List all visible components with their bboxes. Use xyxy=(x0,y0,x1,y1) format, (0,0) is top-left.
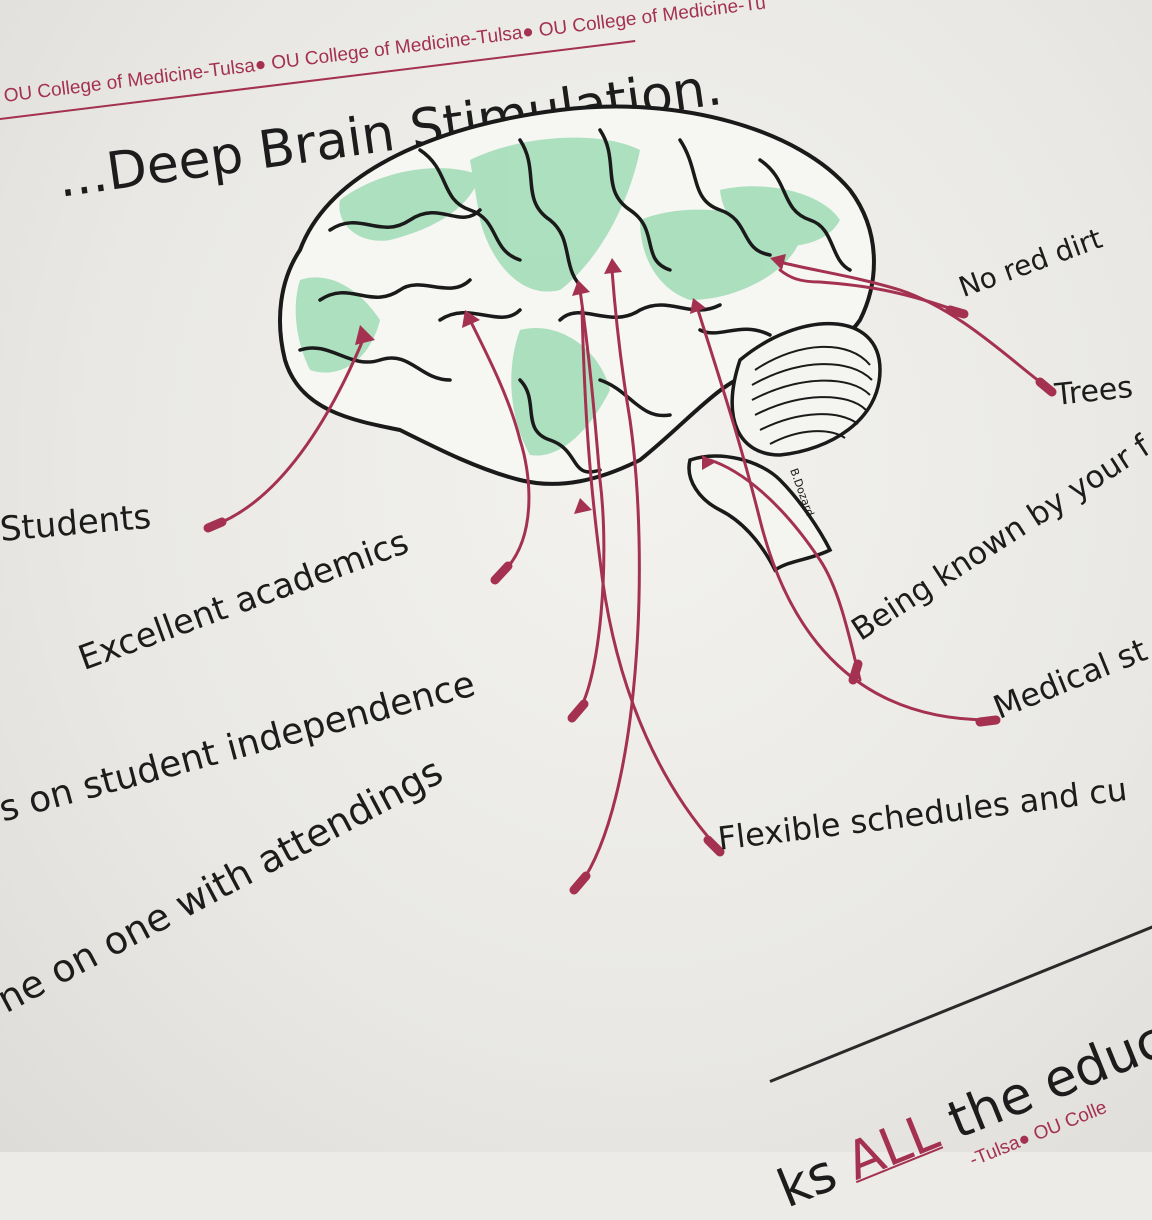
bottom-slogan-prefix: ks xyxy=(769,1142,846,1220)
arrow-academics xyxy=(468,318,531,577)
arrowhead-academics xyxy=(462,310,480,328)
arrowhead-medical xyxy=(690,298,706,314)
arrowhead-trees xyxy=(770,254,786,270)
brain-illustration: B.Dozard xyxy=(278,104,882,573)
arrowhead-one-on-one xyxy=(604,258,622,274)
arrow-students xyxy=(213,333,367,527)
arrow-independence xyxy=(576,288,606,714)
arrow-no-red-dirt xyxy=(778,268,962,314)
arrow-one-on-one xyxy=(578,268,641,887)
arrow-being-known xyxy=(708,458,862,682)
arrowhead-flexible xyxy=(574,498,592,514)
arrow-medical xyxy=(696,308,992,722)
arrow-flexible xyxy=(580,308,717,847)
arrowhead-students xyxy=(355,325,375,345)
arrowhead-being-known xyxy=(702,455,716,470)
arrows-layer xyxy=(203,254,1057,895)
arrow-trees xyxy=(778,260,1050,390)
cerebellum-folia xyxy=(751,345,873,445)
cerebellum-shape xyxy=(730,321,882,457)
arrowhead-independence xyxy=(572,280,590,296)
